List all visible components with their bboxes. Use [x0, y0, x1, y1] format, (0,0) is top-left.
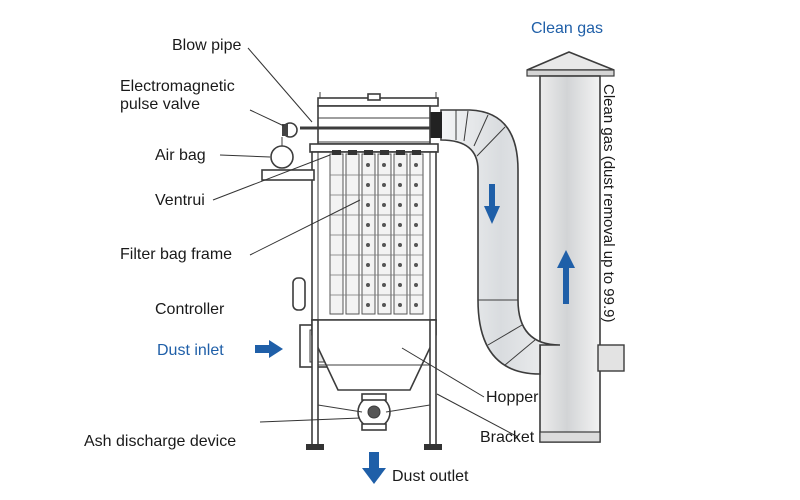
label-pulse-valve-line2: pulse valve [120, 96, 200, 113]
duct-segments [455, 110, 536, 366]
filter-bag [409, 153, 424, 315]
duct-elbow [440, 109, 561, 375]
air-bag-bracket [261, 169, 315, 181]
label-clean-gas-note: Clean gas (dust removal up to 99.9) [600, 84, 617, 322]
duct-flange [430, 112, 442, 138]
filter-bags [329, 150, 424, 315]
labels: Blow pipe Electromagnetic pulse valve Ai… [84, 20, 617, 485]
label-controller: Controller [155, 301, 225, 318]
leader-lines [212, 47, 519, 438]
filter-bag [361, 153, 376, 315]
top-lug [367, 93, 381, 101]
filter-housing [261, 92, 442, 450]
stack-base [539, 431, 601, 443]
stack-side-port [597, 344, 625, 372]
hopper [311, 319, 437, 391]
label-clean-gas: Clean gas [531, 20, 603, 37]
stack-cap-rim [526, 69, 615, 77]
controller [292, 277, 306, 311]
dust-outlet-arrow [362, 452, 386, 484]
label-pulse-valve-line1: Electromagnetic [120, 78, 235, 95]
label-venturi: Ventrui [155, 192, 205, 209]
filter-bag [345, 153, 360, 315]
label-hopper: Hopper [486, 389, 539, 406]
label-ash-discharge: Ash discharge device [84, 433, 236, 450]
filter-bag [329, 153, 344, 315]
air-bag [270, 145, 294, 169]
support-bracket [306, 319, 442, 450]
dust-inlet-arrow [255, 340, 283, 358]
flow-arrows [255, 184, 575, 484]
clean-air-plenum [317, 105, 431, 145]
duct-down-arrow [484, 184, 500, 224]
label-bracket: Bracket [480, 429, 535, 446]
outlet-duct [430, 109, 561, 375]
label-dust-inlet: Dust inlet [157, 342, 224, 359]
label-dust-outlet: Dust outlet [392, 468, 469, 485]
stack-up-arrow [557, 250, 575, 304]
filter-bag [377, 153, 392, 315]
filter-bag [393, 153, 408, 315]
pulse-valve-coil [282, 124, 288, 136]
venturi-heads [332, 150, 421, 155]
label-air-bag: Air bag [155, 147, 206, 164]
stack-cap [526, 51, 615, 71]
label-filter-bag-frame: Filter bag frame [120, 246, 232, 263]
label-blow-pipe: Blow pipe [172, 37, 241, 54]
